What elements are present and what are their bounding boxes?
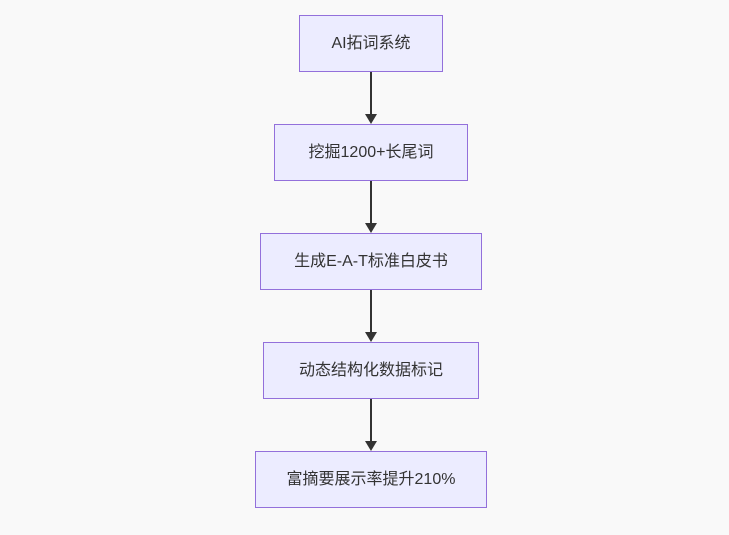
flow-node-longtail-mining: 挖掘1200+长尾词 bbox=[274, 124, 468, 181]
arrow-head-icon bbox=[365, 114, 377, 124]
flow-node-structured-data-markup: 动态结构化数据标记 bbox=[263, 342, 479, 399]
flow-node-rich-snippet-result: 富摘要展示率提升210% bbox=[255, 451, 487, 508]
arrow-shaft bbox=[370, 72, 372, 115]
flowchart-column: AI拓词系统 挖掘1200+长尾词 生成E-A-T标准白皮书 动态结构化数据标记… bbox=[255, 15, 487, 508]
arrow-head-icon bbox=[365, 223, 377, 233]
flow-node-ai-keyword-system: AI拓词系统 bbox=[299, 15, 443, 72]
arrow-head-icon bbox=[365, 332, 377, 342]
flow-arrow-3 bbox=[365, 290, 377, 342]
flow-node-eat-whitepaper: 生成E-A-T标准白皮书 bbox=[260, 233, 482, 290]
arrow-shaft bbox=[370, 181, 372, 224]
flow-arrow-1 bbox=[365, 72, 377, 124]
arrow-head-icon bbox=[365, 441, 377, 451]
flow-arrow-4 bbox=[365, 399, 377, 451]
arrow-shaft bbox=[370, 399, 372, 442]
flow-arrow-2 bbox=[365, 181, 377, 233]
arrow-shaft bbox=[370, 290, 372, 333]
